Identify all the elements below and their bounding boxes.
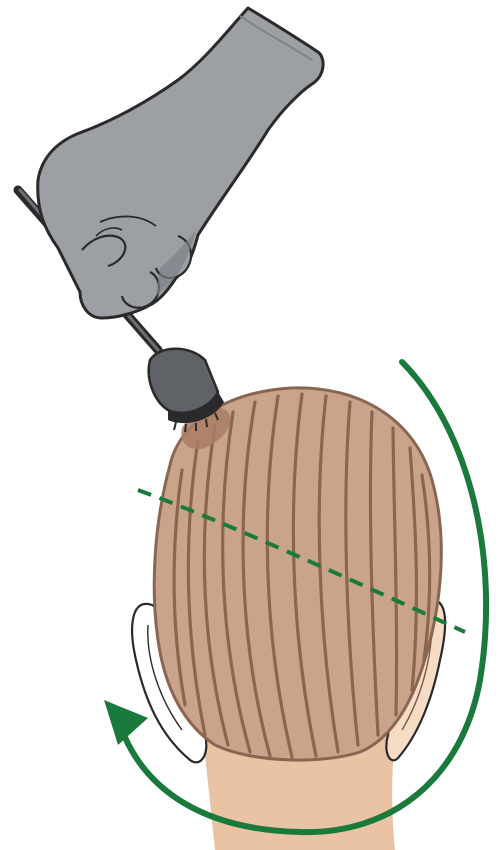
clipper-head: [149, 349, 218, 413]
head-back-view-icon: [132, 388, 445, 850]
gloved-hand-icon: [38, 8, 323, 318]
